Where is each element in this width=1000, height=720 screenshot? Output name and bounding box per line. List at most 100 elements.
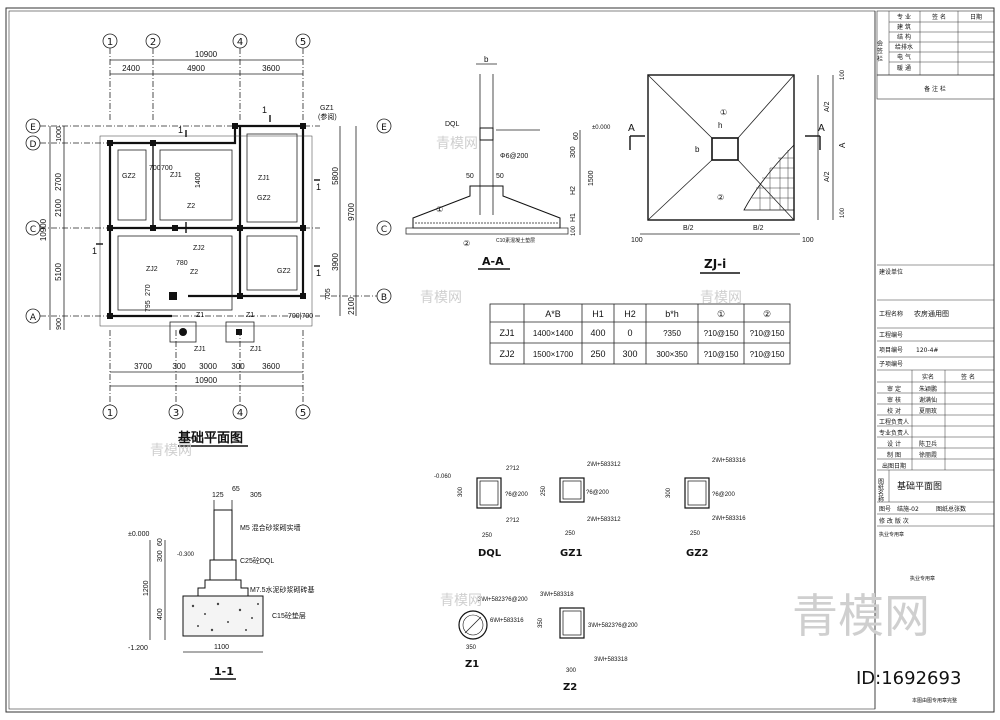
axis-left-e: E bbox=[30, 123, 36, 133]
z1-d: 350 bbox=[466, 645, 477, 651]
z2-a: 3\M+583318 bbox=[540, 592, 574, 598]
s11-c15: C15砼垫层 bbox=[272, 611, 306, 620]
zj-d100a: 100 bbox=[840, 69, 846, 80]
axis-top-5: 5 bbox=[300, 37, 306, 48]
z2-w: 300 bbox=[566, 668, 577, 674]
tb-role-name: 徐丽霞 bbox=[919, 451, 937, 459]
label-d780: 780 bbox=[176, 260, 188, 267]
tb-sign-head: 签 名 bbox=[932, 13, 946, 21]
tb-drawing-name: 基础平面图 bbox=[897, 480, 942, 492]
label-zj1-a: ZJ1 bbox=[170, 172, 182, 179]
s11-d305: 305 bbox=[250, 492, 262, 499]
axis-left-d: D bbox=[30, 140, 37, 150]
z1-title: Z1 bbox=[465, 659, 479, 670]
label-cut-1a: 1 bbox=[178, 125, 183, 135]
tb-role-name: 夏丽玫 bbox=[919, 407, 937, 415]
table-cell: 1400×1400 bbox=[533, 329, 574, 338]
label-cut-1e: 1 bbox=[316, 268, 321, 278]
s11-title: 1-1 bbox=[214, 665, 234, 678]
table-cell: 300×350 bbox=[656, 350, 688, 359]
tb-sign-head: 专 业 bbox=[897, 13, 911, 21]
label-zj1-b: ZJ1 bbox=[258, 175, 270, 182]
gz1-h: 250 bbox=[541, 485, 547, 496]
s11-m5: M5 混合砂浆砌实墙 bbox=[240, 523, 301, 532]
table-cell: ?10@150 bbox=[750, 329, 785, 338]
plan-walls bbox=[96, 115, 320, 343]
table-header: b*h bbox=[665, 309, 679, 319]
s11-m75: M7.5水泥砂浆砌砖基 bbox=[250, 585, 315, 594]
table-header: ① bbox=[717, 309, 725, 319]
tb-unit-label: 建设单位 bbox=[879, 268, 903, 276]
dql-bot: 2?12 bbox=[506, 518, 520, 524]
beam-dql: -0.060 2?12 ?6@200 2?12 300 250 DQL bbox=[434, 466, 528, 559]
gz2-bot: 2\M+583316 bbox=[712, 516, 746, 522]
label-gz2-c: GZ2 bbox=[277, 268, 291, 275]
tb-drawing-no-label: 图号 bbox=[879, 506, 891, 513]
label-z2: Z2 bbox=[187, 203, 195, 210]
z2-h: 350 bbox=[538, 617, 544, 628]
column-z1: 3\M+5823?6@200 6\M+583316 350 Z1 bbox=[458, 597, 528, 670]
aa-d300: 300 bbox=[570, 146, 577, 158]
zj-footing: h b ① ② A A 100 A/2 A A/2 100 100 B/2 B/… bbox=[628, 69, 847, 274]
label-d700b: 700 bbox=[161, 165, 173, 172]
s11-dql: C25砼DQL bbox=[240, 556, 274, 565]
zj-cut-a-right: A bbox=[818, 123, 825, 134]
label-cut-1c: 1 bbox=[316, 182, 321, 192]
tb-discipline: 电 气 bbox=[897, 53, 911, 61]
zj-a: A bbox=[838, 142, 847, 148]
s11-d1200: 1200 bbox=[143, 580, 150, 596]
tb-project-no-label: 工程编号 bbox=[879, 331, 903, 339]
label-cut-1d: 1 bbox=[92, 246, 97, 256]
tb-project-name: 农房通用图 bbox=[914, 309, 949, 318]
tb-discipline: 建 筑 bbox=[897, 23, 911, 31]
aa-el: ±0.000 bbox=[592, 125, 611, 131]
label-zj1-d: ZJ1 bbox=[250, 346, 262, 353]
s11-el0: ±0.000 bbox=[128, 531, 149, 538]
label-z1-b: Z1 bbox=[246, 312, 254, 319]
tb-drawing-name-label: 图纸名称 bbox=[877, 478, 884, 503]
tb-roles: 审 定 朱颖鹏 审 核 谢满仙 校 对 夏丽玫 工程负责人 专业负责人 设 计 … bbox=[877, 385, 994, 470]
watermark-small: 青模网 bbox=[150, 443, 192, 459]
watermark-small: 青模网 bbox=[700, 290, 742, 306]
axis-bottom-3: 3 bbox=[173, 408, 179, 419]
dim-top-3: 3600 bbox=[262, 64, 280, 73]
tb-role: 出图日期 bbox=[882, 462, 906, 470]
section-aa: b DQL Φ6@200 50 50 ① ② C10素混凝土垫层 ±0.000 … bbox=[405, 55, 611, 270]
zj-cut-a-left: A bbox=[628, 123, 635, 134]
tb-role: 审 核 bbox=[887, 396, 901, 404]
gz2-stir: ?6@200 bbox=[712, 492, 735, 498]
zj-a2b: A/2 bbox=[824, 171, 831, 182]
gz2-title: GZ2 bbox=[686, 548, 708, 559]
table-cell: 300 bbox=[622, 349, 637, 359]
table-header: H2 bbox=[624, 309, 636, 319]
axis-right-b: B bbox=[381, 293, 387, 303]
dim-right-2: 9700 bbox=[347, 203, 356, 221]
table-cell: 0 bbox=[627, 328, 632, 338]
zj-b2b: B/2 bbox=[753, 225, 764, 232]
axis-top-4: 4 bbox=[237, 37, 243, 48]
zj-title: ZJ-i bbox=[704, 257, 726, 271]
table-cell: ?10@150 bbox=[704, 329, 739, 338]
dim-bottom-5: 3600 bbox=[262, 362, 280, 371]
axis-bottom-4: 4 bbox=[237, 408, 243, 419]
axis-left-c: C bbox=[30, 225, 36, 235]
watermark-brand: 青模网 bbox=[792, 589, 930, 643]
label-cut-1b: 1 bbox=[262, 105, 267, 115]
label-d700a: 700 bbox=[149, 165, 161, 172]
dql-el: -0.060 bbox=[434, 474, 452, 480]
label-gz1-ref: GZ1 bbox=[320, 105, 334, 112]
zj-d100c: 100 bbox=[631, 237, 643, 244]
beam-gz2: 2\M+583316 ?6@200 2\M+583316 300 250 GZ2 bbox=[666, 458, 746, 559]
s11-el1200: -1.200 bbox=[128, 645, 148, 652]
dim-bottom-total: 10900 bbox=[195, 376, 218, 385]
table-cell: ?350 bbox=[663, 329, 681, 338]
dim-left-4: 5100 bbox=[54, 263, 63, 281]
tb-role: 审 定 bbox=[887, 385, 901, 393]
z2-b: 3\M+5823?6@200 bbox=[588, 623, 638, 629]
label-d270: 270 bbox=[145, 284, 152, 296]
tb-role: 制 图 bbox=[887, 451, 901, 459]
gz2-w: 250 bbox=[690, 531, 701, 537]
gz1-top: 2\M+583312 bbox=[587, 462, 621, 468]
label-d795: 795 bbox=[145, 300, 152, 312]
s11-d400: 400 bbox=[157, 608, 164, 620]
